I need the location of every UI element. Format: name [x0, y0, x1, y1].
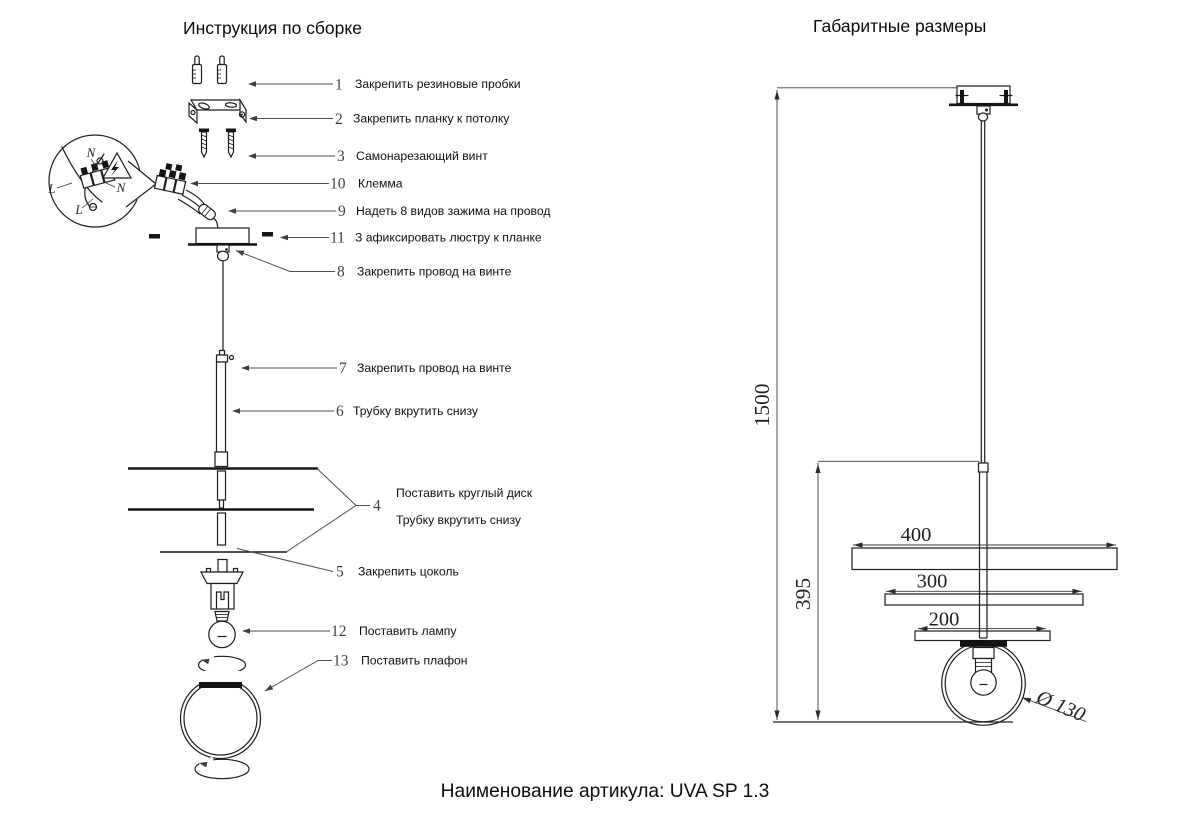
rod-drawing	[977, 121, 989, 473]
tapping-screws	[199, 128, 236, 159]
cord-grip	[198, 203, 216, 221]
wire	[61, 146, 103, 203]
callout-number: 12	[331, 623, 347, 640]
callout-number: 3	[337, 148, 345, 165]
dim-pendant-height: 395	[791, 460, 979, 720]
callout-number: 2	[335, 111, 343, 128]
callout-label: Закрепить цоколь	[358, 565, 459, 579]
dim-value-diameter: Ø 130	[1032, 686, 1088, 726]
dim-value-1500: 1500	[750, 384, 774, 427]
callout-5: 5 Закрепить цоколь	[236, 548, 459, 581]
callout-1: 1 Закрепить резиновые пробки	[248, 77, 521, 94]
suspension-tube	[214, 349, 235, 468]
callout-label-2: Трубку вкрутить снизу	[396, 513, 522, 527]
callout-10: 10 Клемма	[190, 176, 403, 193]
callout-11: 11 З афиксировать люстру к планке	[280, 230, 542, 247]
ceiling-mark-right	[262, 232, 273, 237]
callout-label: Закрепить провод на винте	[357, 265, 512, 279]
screw-dot	[96, 157, 104, 165]
callout-label: Закрепить резиновые пробки	[355, 77, 521, 91]
rotation-arrow-bottom	[194, 756, 250, 780]
dim-shade-diameter: Ø 130	[1021, 686, 1088, 726]
dim-total-height: 1500	[750, 87, 957, 720]
callout-number: 1	[335, 77, 343, 94]
callout-label: Надеть 8 видов зажима на провод	[356, 204, 550, 218]
callout-label: Поставить лампу	[359, 624, 457, 638]
wire-label-n-top: N	[86, 145, 97, 160]
screw	[226, 128, 236, 159]
dimensions-title: Габаритные размеры	[813, 16, 986, 36]
callout-label: Закрепить провод на винте	[357, 361, 512, 375]
callout-6: 6 Трубку вкрутить снизу	[232, 403, 479, 420]
mounting-bracket	[188, 97, 248, 125]
callout-number: 10	[330, 176, 346, 193]
canopy-drawing	[949, 85, 1018, 122]
sphere-neck-ring	[960, 640, 1007, 647]
disc-medium	[884, 593, 1084, 606]
ceiling-canopy	[149, 227, 273, 351]
wire-label-l-left: L	[47, 181, 55, 196]
assembly-title: Инструкция по сборке	[183, 18, 362, 38]
dimensions-panel: Габаритные размеры	[750, 16, 1118, 726]
dim-value-395: 395	[791, 578, 815, 610]
callout-number: 8	[337, 264, 345, 281]
dim-disc-medium: 300	[886, 571, 1082, 594]
callout-number: 6	[336, 403, 344, 420]
disc-drawings	[851, 547, 1118, 642]
wiring-detail-circle: N L N L	[47, 134, 157, 228]
glass-sphere	[176, 671, 266, 760]
callout-label: Закрепить планку к потолку	[353, 112, 510, 126]
callout-4: 4 Поставить круглый диск Трубку вкрутить…	[286, 468, 533, 552]
callout-number: 9	[338, 203, 346, 220]
tube-drawing	[978, 472, 988, 639]
callout-number: 7	[339, 360, 347, 377]
sphere-drawing	[941, 640, 1026, 726]
callout-number: 4	[373, 498, 381, 515]
bulb	[970, 669, 997, 696]
callout-number: 5	[336, 564, 344, 581]
dim-value-400: 400	[901, 524, 932, 546]
callout-13: 13 Поставить плафон	[264, 653, 467, 692]
callout-8: 8 Закрепить провод на винте	[235, 250, 512, 281]
sphere-neck-ring	[199, 682, 242, 688]
light-bulb	[208, 610, 236, 649]
disc-small	[914, 630, 1051, 642]
callout-3: 3 Самонарезающий винт	[248, 148, 488, 165]
disc-stack	[128, 467, 318, 553]
callout-label: Клемма	[358, 177, 403, 191]
wire-label-n-right: N	[116, 180, 127, 195]
callout-12: 12 Поставить лампу	[242, 623, 457, 640]
callout-number: 11	[330, 230, 345, 247]
callout-label: З афиксировать люстру к планке	[355, 231, 542, 245]
ceiling-mark-left	[149, 234, 160, 239]
callout-9: 9 Надеть 8 видов зажима на провод	[228, 203, 550, 220]
dim-value-300: 300	[917, 571, 948, 593]
screw	[199, 128, 209, 159]
screw-dot	[88, 202, 98, 212]
callout-label: Самонарезающий винт	[356, 149, 488, 163]
lamp-socket	[200, 558, 244, 610]
callout-label: Трубку вкрутить снизу	[353, 404, 479, 418]
callout-7: 7 Закрепить провод на винте	[241, 360, 512, 377]
screw-hole	[228, 354, 235, 361]
callout-label: Поставить плафон	[361, 654, 467, 668]
dim-value-200: 200	[929, 609, 960, 631]
warning-triangle-icon	[101, 151, 133, 179]
callout-2: 2 Закрепить планку к потолку	[249, 111, 510, 128]
dim-disc-small: 200	[918, 609, 1046, 632]
callout-label: Поставить круглый диск	[396, 486, 533, 500]
article-name: Наименование артикула: UVA SP 1.3	[441, 781, 770, 802]
wall-plugs	[191, 55, 228, 85]
callout-number: 13	[333, 653, 349, 670]
disc-large	[851, 547, 1118, 571]
assembly-panel: Инструкция по сборке	[47, 18, 550, 780]
wire-label-l-bottom: L	[74, 202, 82, 217]
dim-disc-large: 400	[853, 524, 1116, 548]
